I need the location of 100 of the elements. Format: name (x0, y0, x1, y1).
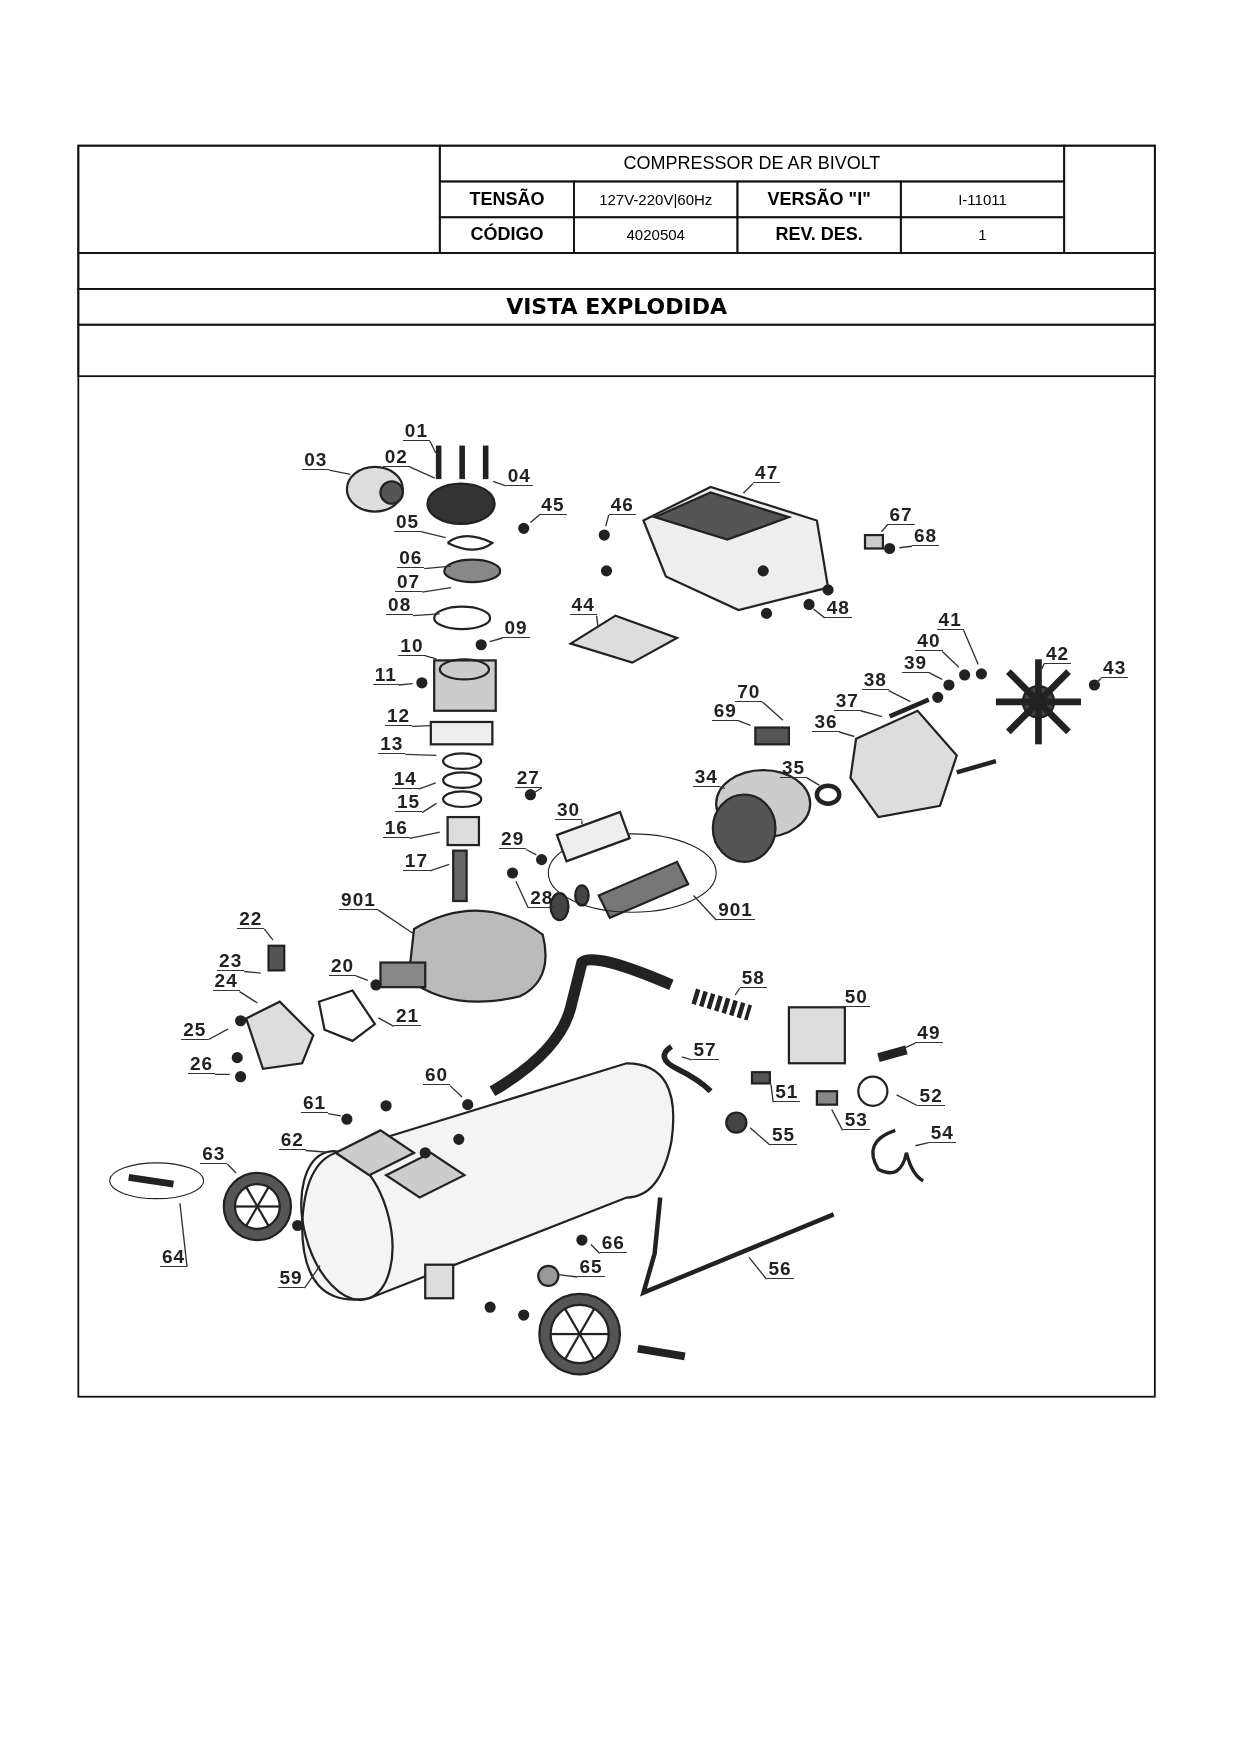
leader-line (411, 725, 432, 728)
leader-line (424, 655, 438, 660)
leader-line (898, 545, 913, 549)
leader-line (748, 1256, 768, 1280)
leader-line (409, 466, 436, 479)
leader-line (515, 880, 529, 909)
leader-line (207, 1028, 229, 1041)
callout-number: 59 (277, 1268, 305, 1288)
leader-line (831, 1108, 844, 1132)
callout-number: 39 (901, 653, 930, 673)
page-title: VISTA EXPLODIDA (506, 294, 727, 320)
leader-line (328, 469, 352, 475)
leader-line (327, 1112, 342, 1117)
callout-number: 58 (739, 969, 767, 989)
callout-number: 62 (278, 1131, 306, 1151)
leader-line (860, 710, 883, 718)
leader-line (738, 720, 752, 726)
callout-number: 22 (237, 909, 265, 929)
callout-number: 35 (779, 758, 808, 778)
leader-line (243, 970, 262, 974)
leader-line (605, 514, 610, 527)
leader-line (742, 482, 754, 494)
callout-number: 53 (842, 1111, 870, 1131)
leader-line (914, 1142, 930, 1147)
callout-number: 21 (393, 1007, 422, 1027)
callout-number: 05 (393, 512, 422, 532)
leader-line (838, 731, 855, 738)
leader-line (429, 863, 450, 872)
callout-number: 45 (539, 495, 567, 515)
callout-number: 901 (339, 890, 378, 910)
header-label: CÓDIGO (470, 224, 544, 246)
header-label: TENSÃO (469, 188, 545, 210)
callout-number: 02 (382, 447, 410, 467)
leader-line (303, 1264, 321, 1289)
leader-line (806, 777, 821, 787)
callout-number: 60 (423, 1066, 451, 1086)
callout-number: 67 (887, 505, 915, 525)
callout-number: 41 (936, 611, 964, 630)
callout-number: 06 (397, 549, 425, 569)
callout-number: 38 (861, 671, 889, 691)
callout-number: 68 (912, 527, 940, 547)
callout-number: 65 (577, 1257, 605, 1277)
callout-number: 50 (842, 988, 870, 1008)
header-value: 1 (978, 226, 987, 244)
callout-number: 28 (528, 888, 556, 908)
leader-line (941, 650, 960, 668)
callout-number: 47 (753, 464, 781, 484)
leader-line (355, 975, 369, 982)
leader-line (901, 1042, 917, 1050)
leader-line (420, 531, 447, 539)
callout-number: 55 (769, 1125, 797, 1145)
leader-line (449, 1084, 463, 1098)
callout-number: 901 (716, 900, 755, 920)
leader-line (595, 614, 599, 628)
leader-line (529, 514, 541, 524)
callout-number: 56 (766, 1260, 794, 1279)
leader-line (533, 787, 543, 794)
leader-line (749, 1127, 771, 1146)
callout-number: 04 (505, 466, 533, 486)
leader-line (895, 1094, 919, 1107)
callout-number: 54 (928, 1123, 956, 1143)
leader-line (770, 1083, 774, 1104)
callout-number: 40 (915, 632, 943, 652)
callout-number: 48 (824, 598, 852, 618)
callout-number: 64 (160, 1247, 188, 1267)
callout-number: 07 (395, 572, 423, 592)
header-label: VERSÃO "I" (767, 188, 871, 210)
leader-line (238, 990, 259, 1004)
callout-number: 57 (691, 1040, 719, 1060)
callout-number: 03 (302, 450, 330, 470)
callout-number: 17 (402, 851, 430, 871)
callout-number: 24 (212, 972, 240, 992)
callout-number: 49 (915, 1023, 943, 1043)
callout-number: 29 (499, 830, 527, 850)
leader-line (581, 819, 583, 825)
leader-line (489, 637, 504, 643)
callout-number: 70 (735, 682, 763, 702)
leader-line (418, 782, 437, 790)
callout-number: 15 (395, 793, 423, 813)
leader-line (412, 613, 441, 617)
leader-line (832, 1006, 844, 1008)
leader-line (761, 701, 784, 721)
leader-line (429, 440, 437, 454)
product-title: COMPRESSOR DE AR BIVOLT (623, 152, 881, 174)
leader-line (421, 802, 438, 814)
leader-line (888, 689, 912, 703)
callout-number: 51 (773, 1083, 801, 1103)
leader-line (962, 629, 979, 666)
callout-number: 16 (382, 819, 410, 839)
callout-number: 43 (1101, 659, 1129, 679)
leader-line (590, 1243, 601, 1255)
callout-number: 66 (599, 1234, 627, 1254)
callout-number: 14 (391, 769, 419, 789)
callout-number: 37 (833, 691, 861, 711)
callout-number: 61 (301, 1094, 329, 1114)
leader-line (263, 928, 274, 941)
leader-line (1041, 663, 1045, 670)
callout-number: 52 (917, 1086, 945, 1106)
callout-number: 46 (608, 495, 636, 515)
leader-line (226, 1163, 237, 1174)
